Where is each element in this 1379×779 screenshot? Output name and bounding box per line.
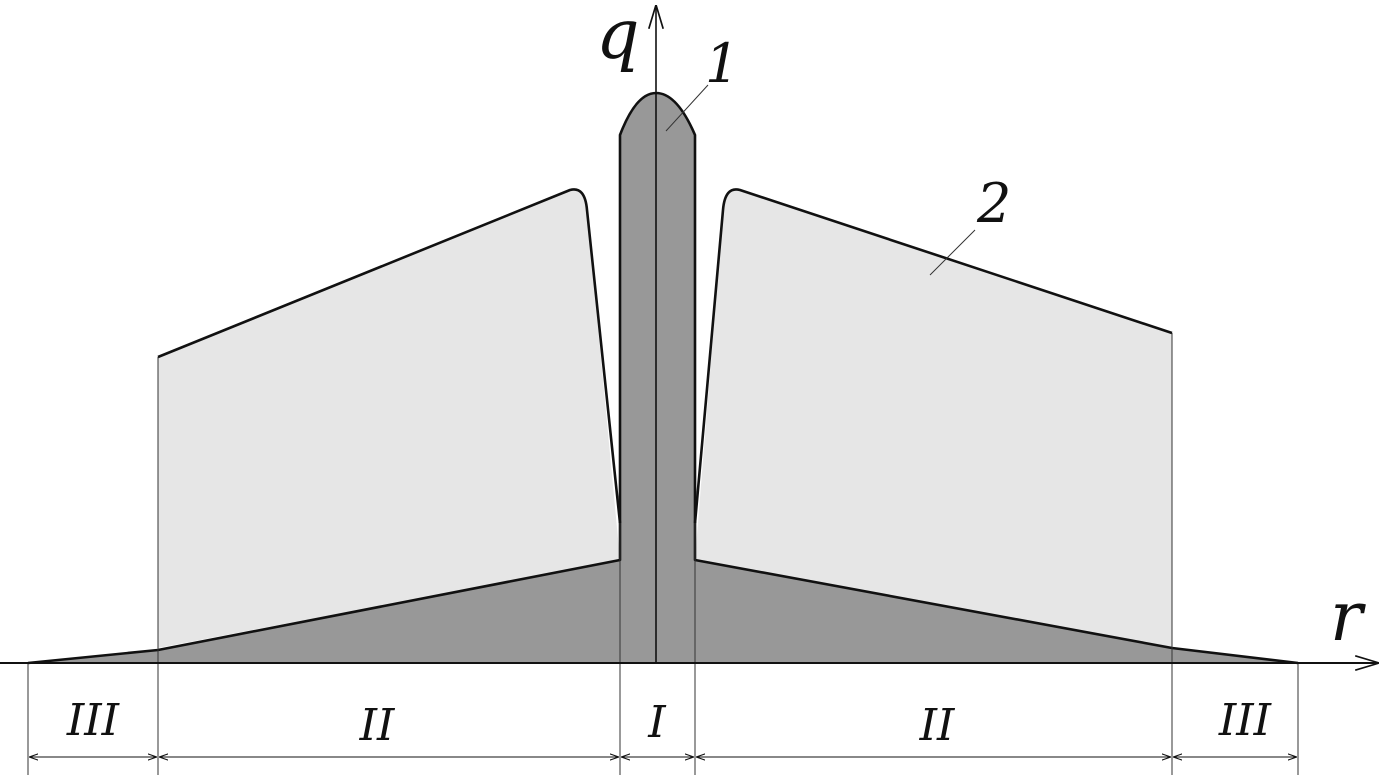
curve-1-left-base [28, 560, 620, 663]
curve-1-central-peak [620, 93, 695, 663]
curve-1-leader [665, 84, 709, 132]
region-label-center: I [647, 697, 667, 748]
curve-1-right-base [695, 560, 1298, 663]
curve-1-label: 1 [705, 32, 739, 95]
region-boundaries [27, 333, 1299, 775]
curve-2-right-outline [693, 188, 1173, 524]
curve-2-left-outline [157, 188, 622, 524]
region-label-left-outer: III [66, 695, 121, 746]
curve-2-label: 2 [976, 172, 1011, 235]
r-axis-label: r [1330, 578, 1366, 657]
curve-2-right-area [695, 189, 1172, 648]
curve-2-left-area [158, 189, 620, 648]
q-axis-label: q [596, 0, 640, 75]
region-label-left-mid: II [359, 700, 396, 751]
region-label-right-outer: III [1218, 695, 1273, 746]
curve-2-leader [929, 229, 976, 276]
region-label-right-mid: II [919, 700, 956, 751]
